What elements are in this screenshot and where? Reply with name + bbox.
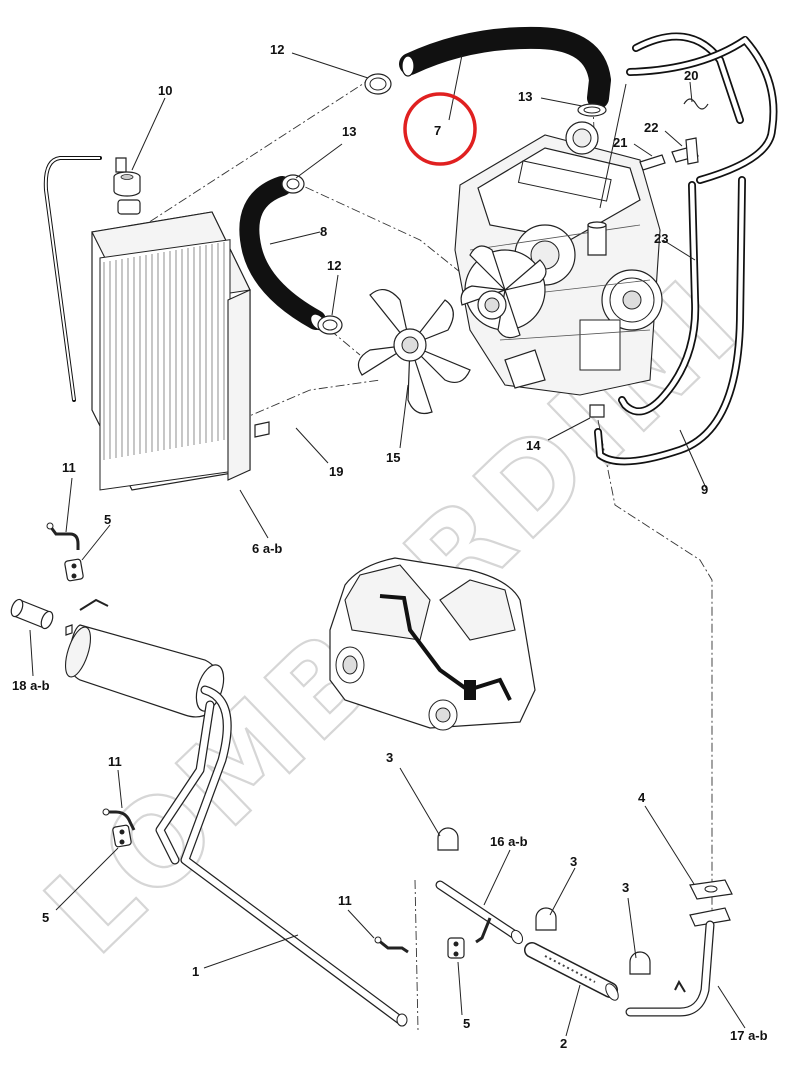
callout-3-mid: 3 xyxy=(570,854,577,869)
callout-3-left: 3 xyxy=(386,750,393,765)
callout-12-top: 12 xyxy=(270,42,284,57)
callout-17: 17 a-b xyxy=(730,1028,768,1043)
callout-labels: 12 10 13 8 12 13 7 20 22 21 23 14 15 19 … xyxy=(12,42,768,1051)
muffler xyxy=(64,598,225,718)
callout-13-left: 13 xyxy=(342,124,356,139)
sleeve-18 xyxy=(10,598,54,630)
callout-11-bottom: 11 xyxy=(338,893,352,908)
callout-4: 4 xyxy=(638,790,646,805)
callout-6: 6 a-b xyxy=(252,541,282,556)
highlight-circle-7 xyxy=(403,92,477,166)
callout-16: 16 a-b xyxy=(490,834,528,849)
hose-clamps xyxy=(281,73,607,335)
callout-8: 8 xyxy=(320,224,327,239)
pipe-16 xyxy=(435,880,524,945)
upper-hose-7 xyxy=(399,26,611,109)
callout-18: 18 a-b xyxy=(12,678,50,693)
vehicle-location-thumbnail xyxy=(329,557,536,731)
engine-fittings xyxy=(587,221,607,418)
callout-14: 14 xyxy=(526,438,541,453)
lower-hose-8 xyxy=(239,176,326,331)
callout-3-right: 3 xyxy=(622,880,629,895)
callout-7: 7 xyxy=(434,123,441,138)
callout-1: 1 xyxy=(192,964,199,979)
callout-21: 21 xyxy=(613,135,627,150)
radiator xyxy=(91,199,270,491)
engine-fan-hub xyxy=(460,245,547,339)
callout-5-left: 5 xyxy=(42,910,49,925)
heater-hoses xyxy=(594,32,778,466)
callout-13-right: 13 xyxy=(518,89,532,104)
callout-10: 10 xyxy=(158,83,172,98)
callout-11-mid: 11 xyxy=(108,754,122,769)
callout-9: 9 xyxy=(701,482,708,497)
tail-pipe-1 xyxy=(155,685,408,1027)
flex-pipe-2 xyxy=(524,942,619,1001)
radiator-cap-and-overflow-hose xyxy=(43,156,141,402)
callout-2: 2 xyxy=(560,1036,567,1051)
callout-23: 23 xyxy=(654,231,668,246)
callout-leader-lines xyxy=(29,52,746,1037)
hanger-brackets-11 xyxy=(46,522,409,954)
callout-11-top: 11 xyxy=(62,460,76,475)
rubber-mounts-5 xyxy=(64,558,465,959)
front-pipe-17 xyxy=(625,907,731,1017)
callout-12-mid: 12 xyxy=(327,258,341,273)
cooling-fan-15 xyxy=(357,289,471,415)
radiator-core-fins xyxy=(103,242,225,460)
callout-5-bottom: 5 xyxy=(463,1016,470,1031)
assembly-guide-lines xyxy=(139,77,713,1031)
callout-19: 19 xyxy=(329,464,343,479)
gasket-4 xyxy=(689,879,733,900)
callout-20: 20 xyxy=(684,68,698,83)
callout-15: 15 xyxy=(386,450,400,465)
callout-22: 22 xyxy=(644,120,658,135)
callout-5-top: 5 xyxy=(104,512,111,527)
